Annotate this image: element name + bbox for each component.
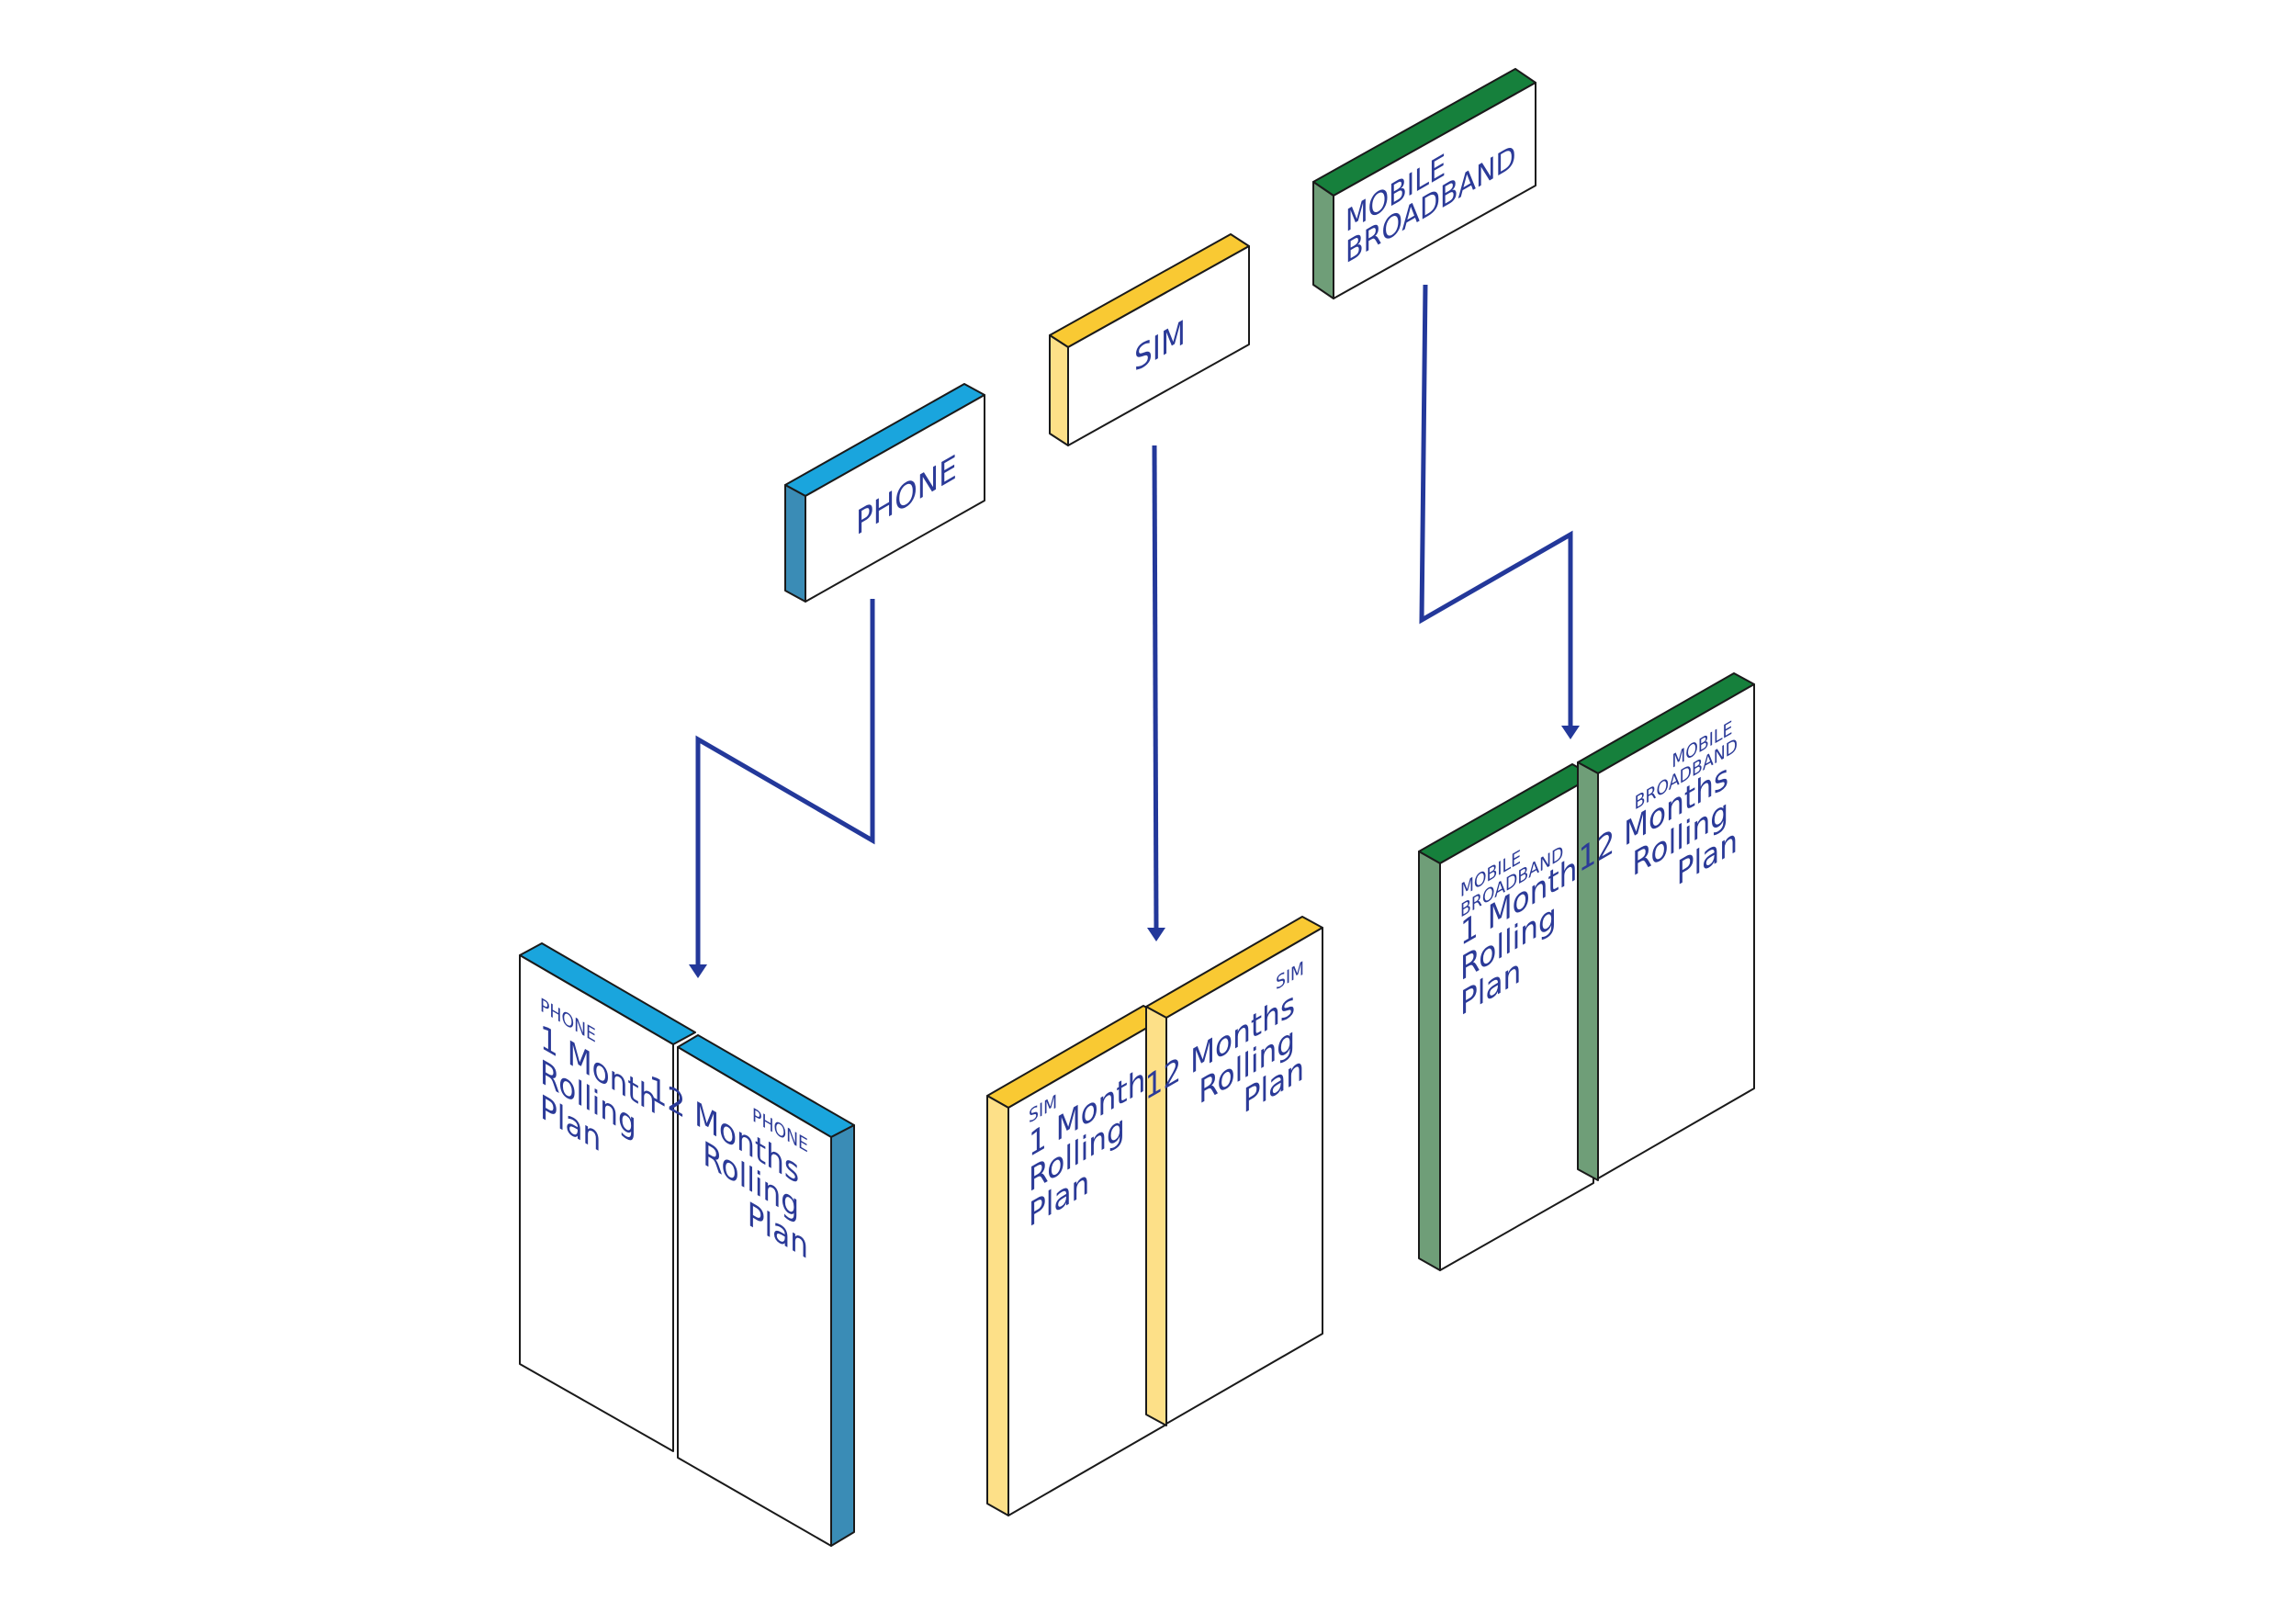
sim-1-month-panel-side [986, 1095, 1009, 1516]
broadband-12-months-panel-side [1577, 761, 1599, 1181]
phone-connector-arrowhead [689, 964, 707, 978]
sim-connector [1147, 445, 1165, 941]
broadband-sign-side [1312, 181, 1334, 299]
broadband-12-months-panel-face [1597, 683, 1755, 1179]
sim-sign-face [1067, 245, 1250, 446]
broadband-1-month-panel-side [1418, 851, 1441, 1271]
broadband-connector-arrowhead [1561, 726, 1580, 739]
phone-1-month-title: 1 Month Rolling Plan [540, 1018, 666, 1198]
phone-sign-face [805, 394, 985, 603]
sim-1-month-panel[interactable]: SIM 1 Month Rolling Plan [986, 1005, 1165, 1516]
phone-12-months-panel-face [677, 1046, 832, 1547]
broadband-plans: MOBILE BROADBAND 1 Month Rolling Plan MO… [1418, 672, 1755, 1271]
broadband-1-month-panel[interactable]: MOBILE BROADBAND 1 Month Rolling Plan [1418, 763, 1594, 1271]
phone-sign-side [784, 484, 806, 603]
broadband-category-sign[interactable]: MOBILE BROADBAND [1312, 68, 1536, 299]
broadband-connector [1419, 284, 1580, 739]
phone-12-months-panel-side [830, 1124, 855, 1547]
broadband-1-month-panel-face [1439, 775, 1594, 1271]
phone-category-sign[interactable]: PHONE [784, 383, 985, 603]
phone-1-month-panel[interactable]: PHONE 1 Month Rolling Plan [519, 942, 696, 1452]
sim-plans: SIM 1 Month Rolling Plan SIM 12 Months R… [986, 916, 1323, 1516]
phone-1-month-panel-face [519, 954, 674, 1452]
broadband-sign-face [1333, 82, 1536, 299]
sim-connector-arrowhead [1147, 928, 1165, 941]
sim-sign-side [1049, 334, 1069, 446]
sim-12-months-panel[interactable]: SIM 12 Months Rolling Plan [1145, 916, 1323, 1426]
phone-plans: PHONE 1 Month Rolling Plan PHONE 12 Mont… [519, 942, 855, 1547]
sim-category-sign[interactable]: SIM [1049, 233, 1250, 446]
sim-12-months-panel-face [1165, 927, 1323, 1425]
broadband-12-months-panel[interactable]: MOBILE BROADBAND 12 Months Rolling Plan [1577, 672, 1755, 1181]
phone-12-months-panel[interactable]: PHONE 12 Months Rolling Plan [649, 1034, 855, 1547]
phone-connector [689, 599, 875, 978]
sim-12-months-panel-side [1145, 1006, 1167, 1426]
